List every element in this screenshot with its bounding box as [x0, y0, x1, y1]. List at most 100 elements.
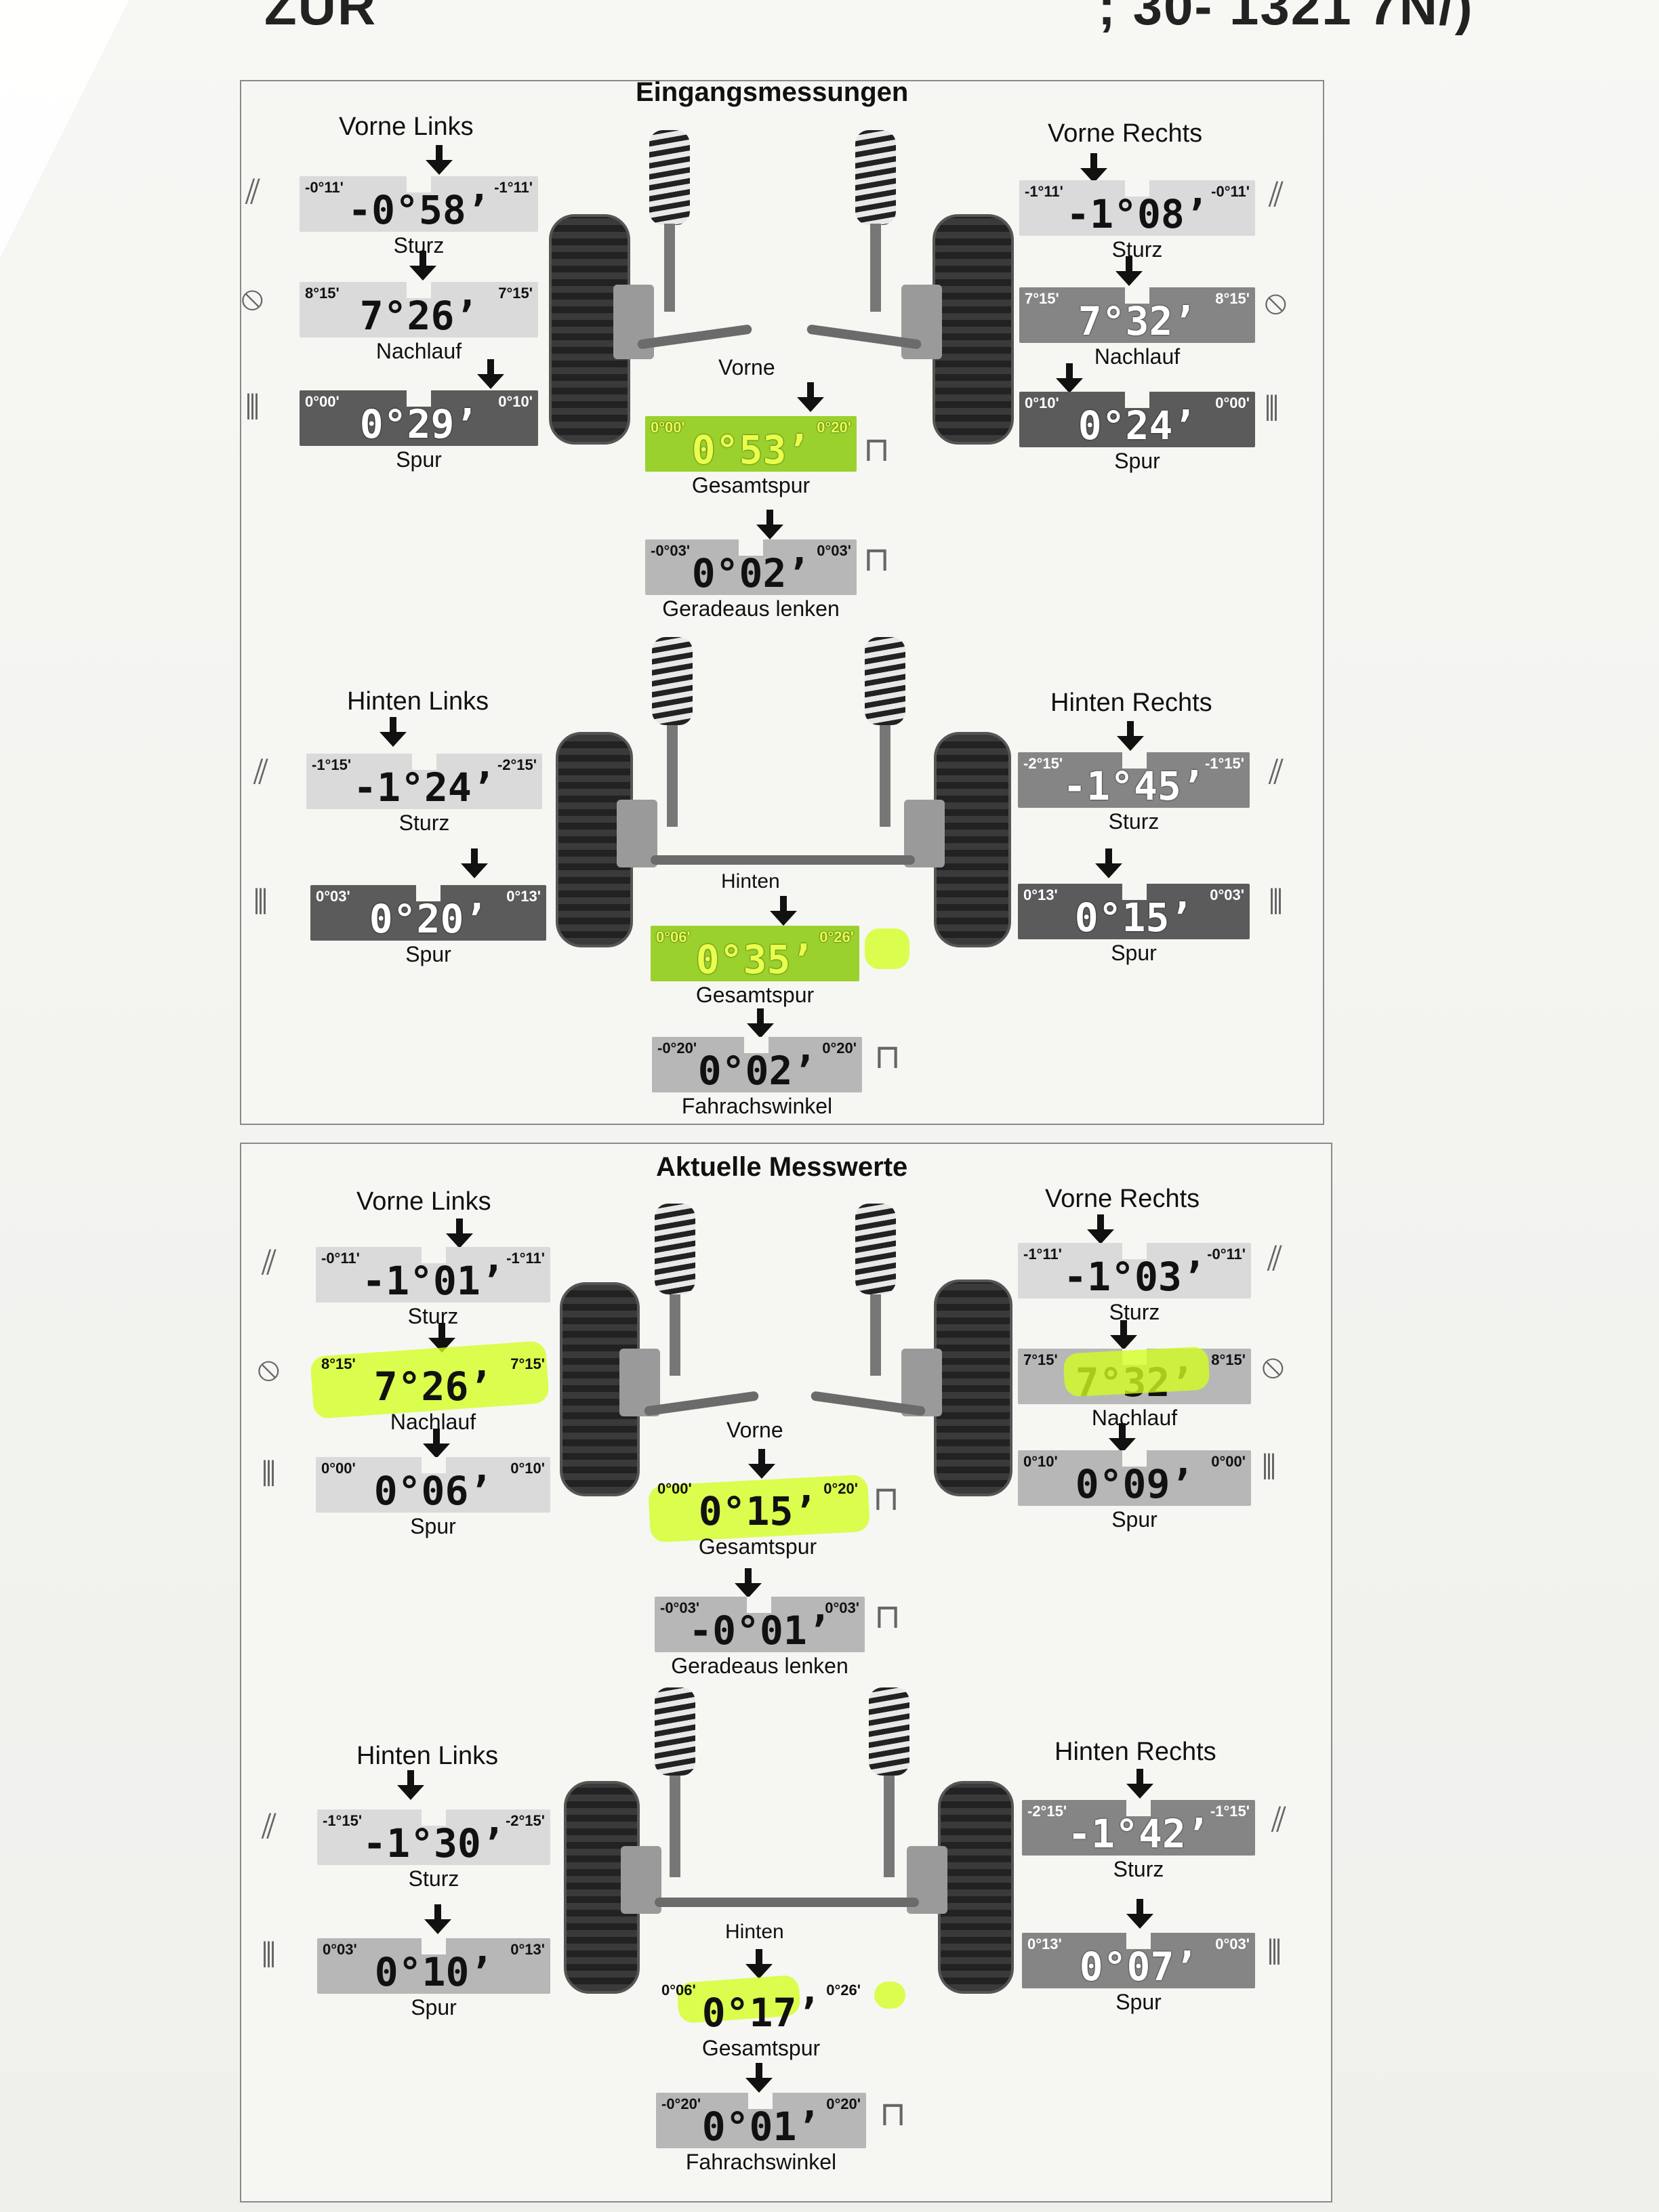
- highlighter-mark: [865, 928, 909, 969]
- gauge-max: 0°03': [817, 542, 851, 559]
- front-right-tire: [933, 214, 1014, 445]
- gauge-name: Spur: [1114, 449, 1160, 473]
- caster-wheel-icon: ⦸: [258, 1349, 280, 1387]
- gauge-min: 0°00': [657, 1480, 692, 1497]
- rear-right-tire: [934, 732, 1011, 947]
- camber-icon: ⫽: [262, 1807, 277, 1845]
- gauge-value: 7°26’: [373, 1364, 493, 1410]
- gauge-fahrachswinkel-rear: -0°20' 0°20' 0°02’ Fahrachswinkel: [652, 1037, 862, 1118]
- rear-right-spring: [869, 1687, 909, 1776]
- gauge-max: -1°11': [506, 1250, 545, 1267]
- rear-left-title: Hinten Links: [356, 1742, 499, 1770]
- rear-left-hub: [617, 800, 657, 867]
- gauge-sturz-rear-right: -2°15' -1°15' -1°45’ Sturz: [1018, 752, 1250, 834]
- rear-left-strut: [670, 1776, 680, 1877]
- rear-axle-label: Hinten: [721, 870, 780, 893]
- gauge-max: 0°10': [510, 1460, 545, 1477]
- toe-icon: ⫴: [1265, 390, 1279, 428]
- gauge-value: 0°35’: [695, 937, 815, 983]
- front-right-strut: [870, 224, 881, 312]
- front-right-title: Vorne Rechts: [1045, 1185, 1200, 1213]
- thrust-angle-icon: ⊓: [874, 1038, 901, 1076]
- toe-icon: ⫴: [262, 1455, 276, 1493]
- panel-title: Aktuelle Messwerte: [656, 1152, 908, 1182]
- gauge-value: 0°20’: [369, 896, 488, 942]
- gauge-min: 0°10': [1025, 394, 1059, 411]
- gauge-value: 0°07’: [1079, 1944, 1198, 1990]
- gauge-name: Spur: [1111, 1507, 1158, 1532]
- gauge-name: Nachlauf: [390, 1410, 476, 1434]
- gauge-spur-front-right: 0°10' 0°00' 0°24’ Spur: [1019, 392, 1255, 473]
- header-text-right: ; 30- 1321 7N/): [1098, 0, 1474, 36]
- rear-left-title: Hinten Links: [347, 687, 489, 716]
- total-toe-icon: ⊓: [873, 1479, 900, 1517]
- gauge-value: 0°09’: [1075, 1461, 1194, 1507]
- front-left-title: Vorne Links: [356, 1187, 491, 1216]
- gauge-name: Spur: [396, 447, 442, 472]
- gauge-value: 7°26’: [359, 293, 478, 339]
- front-right-spring: [855, 1204, 896, 1294]
- gauge-name: Spur: [1115, 1990, 1162, 2014]
- gauge-value: 0°15’: [1074, 895, 1193, 941]
- gauge-max: -0°11': [1211, 183, 1250, 200]
- gauge-value: -1°08’: [1066, 191, 1208, 237]
- gauge-name: Sturz: [1111, 237, 1163, 262]
- camber-icon: ⫽: [1271, 1801, 1287, 1839]
- gauge-max: 0°13': [510, 1941, 545, 1958]
- gauge-min: -0°20': [661, 2095, 701, 2112]
- gauge-max: 8°15': [1211, 1351, 1246, 1368]
- gauge-spur-front-left: 0°00' 0°10' 0°06’ Spur: [316, 1457, 550, 1538]
- gauge-min: 0°03': [323, 1941, 357, 1958]
- front-right-strut: [870, 1294, 881, 1376]
- gauge-max: 8°15': [1215, 290, 1250, 307]
- gauge-max: 0°10': [498, 393, 533, 410]
- gauge-value: -0°01’: [689, 1607, 831, 1654]
- camber-icon: ⫽: [1267, 1240, 1283, 1277]
- rear-right-title: Hinten Rechts: [1054, 1738, 1216, 1766]
- gauge-value: 0°17’: [701, 1990, 821, 2036]
- steering-icon: ⊓: [874, 1597, 901, 1635]
- gauge-max: 0°03': [825, 1599, 859, 1616]
- toe-icon: ⫴: [245, 388, 260, 426]
- gauge-min: -0°11': [321, 1250, 360, 1267]
- total-toe-icon: ⊓: [863, 430, 890, 468]
- thrust-angle-icon: ⊓: [880, 2095, 907, 2133]
- gauge-max: 0°03': [1215, 1936, 1250, 1952]
- gauge-gesamtspur-rear: 0°06' 0°26' 0°17’ Gesamtspur: [656, 1979, 866, 2060]
- gauge-max: 0°20': [822, 1040, 857, 1057]
- gauge-min: -0°03': [660, 1599, 700, 1616]
- gauge-sturz-front-left: -0°11' -1°11' -0°58’ Sturz: [300, 176, 538, 258]
- front-right-tire: [934, 1279, 1012, 1496]
- gauge-spur-rear-right: 0°13' 0°03' 0°07’ Spur: [1022, 1933, 1255, 2014]
- caster-wheel-icon: ⦸: [241, 279, 264, 316]
- toe-icon: ⫴: [1262, 1448, 1276, 1486]
- gauge-min: 0°10': [1023, 1453, 1058, 1470]
- gauge-min: 0°00': [321, 1460, 356, 1477]
- gauge-sturz-front-left: -0°11' -1°11' -1°01’ Sturz: [316, 1247, 550, 1328]
- gauge-name: Sturz: [398, 811, 450, 835]
- gauge-nachlauf-front-left: 8°15' 7°15' 7°26’ Nachlauf: [316, 1353, 550, 1434]
- gauge-min: 0°06': [656, 928, 691, 945]
- front-left-title: Vorne Links: [339, 112, 474, 141]
- gauge-min: 0°00': [651, 419, 685, 436]
- gauge-name: Fahrachswinkel: [685, 2150, 837, 2174]
- gauge-min: -1°11': [1025, 183, 1063, 200]
- gauge-geradeaus-front: -0°03' 0°03' 0°02’ Geradeaus lenken: [645, 539, 857, 621]
- gauge-name: Nachlauf: [375, 339, 462, 363]
- gauge-gesamtspur-rear: 0°06' 0°26' 0°35’ Gesamtspur: [651, 926, 859, 1007]
- gauge-value: 7°32’: [1078, 298, 1197, 344]
- gauge-spur-front-right: 0°10' 0°00' 0°09’ Spur: [1018, 1450, 1251, 1532]
- gauge-value: -0°58’: [348, 187, 490, 233]
- gauge-value: 0°53’: [691, 427, 811, 473]
- gauge-min: 8°15': [305, 285, 340, 302]
- gauge-spur-front-left: 0°00' 0°10' 0°29’ Spur: [300, 390, 538, 472]
- gauge-min: 0°06': [661, 1982, 696, 1999]
- gauge-min: 7°15': [1023, 1351, 1058, 1368]
- gauge-name: Spur: [1111, 941, 1157, 965]
- gauge-name: Sturz: [1113, 1857, 1164, 1881]
- gauge-name: Gesamtspur: [695, 983, 815, 1007]
- steering-icon: ⊓: [863, 540, 890, 578]
- gauge-spur-rear-left: 0°03' 0°13' 0°10’ Spur: [317, 1938, 550, 2020]
- gauge-min: 0°13': [1027, 1936, 1062, 1952]
- gauge-gesamtspur-front: 0°00' 0°20' 0°15’ Gesamtspur: [652, 1477, 863, 1559]
